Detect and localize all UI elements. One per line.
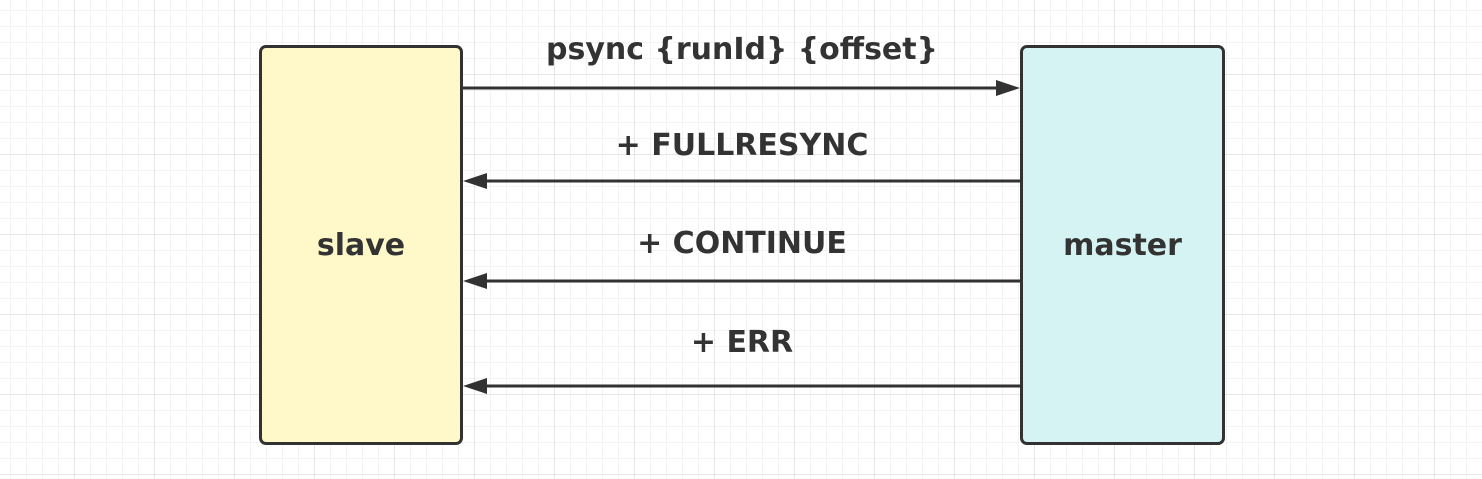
edge-fullresync-label: + FULLRESYNC [615,128,869,163]
edge-psync-arrowhead [996,80,1020,96]
slave-node-label: slave [316,227,406,263]
edge-err-label: + ERR [690,325,794,360]
edge-psync-label: psync {runId} {offset} [546,32,938,67]
edge-continue-label: + CONTINUE [637,226,847,261]
master-node: master [1020,45,1225,445]
master-node-label: master [1063,227,1182,263]
slave-node: slave [259,45,463,445]
edge-fullresync-arrowhead [463,173,487,189]
edge-err-arrowhead [463,378,487,394]
edge-continue-arrowhead [463,273,487,289]
